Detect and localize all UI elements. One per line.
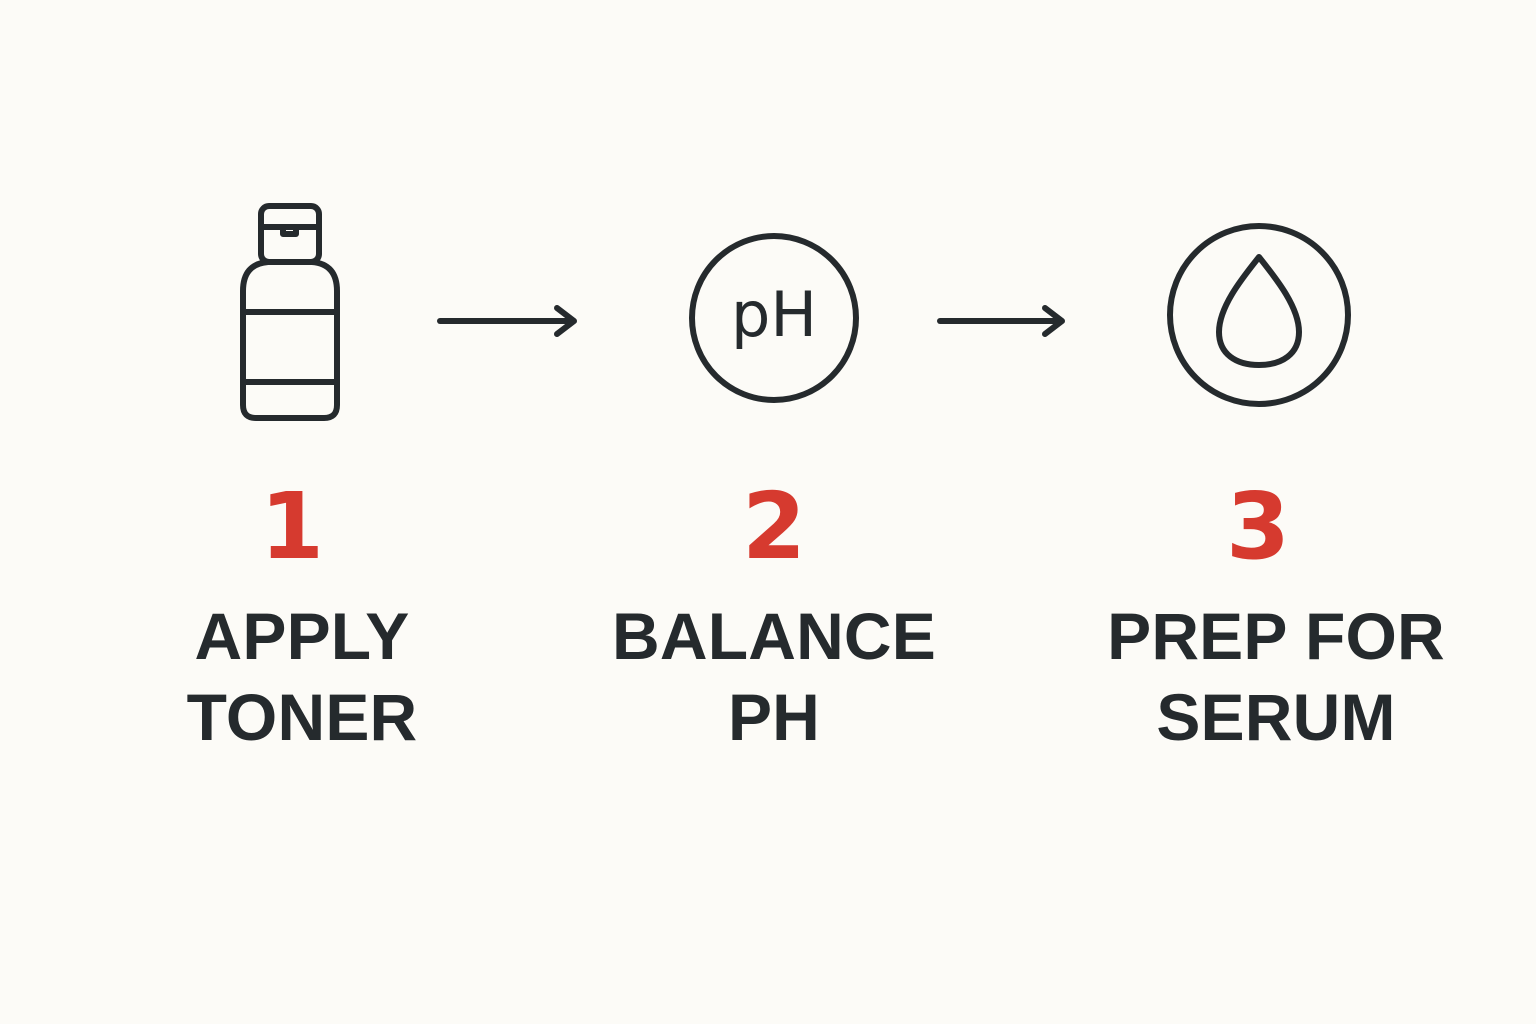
step-label-apply-toner: APPLY TONER <box>112 596 492 756</box>
bottle-icon <box>240 203 340 421</box>
ph-circle-icon: pH <box>689 233 859 403</box>
step-label-prep-for-serum: PREP FOR SERUM <box>1086 596 1466 756</box>
step-label-line: APPLY <box>194 599 410 673</box>
step-label-line: BALANCE <box>611 599 937 673</box>
step-label-balance-ph: BALANCE PH <box>584 596 964 756</box>
step-label-line: TONER <box>186 680 418 754</box>
step-label-line: SERUM <box>1156 680 1396 754</box>
step-label-line: PH <box>727 680 821 754</box>
step-number-2: 2 <box>741 473 806 580</box>
ph-icon-text: pH <box>731 278 817 351</box>
step-label-line: PREP FOR <box>1107 599 1445 673</box>
right-arrow-icon <box>437 305 577 337</box>
step-number-3: 3 <box>1225 473 1290 580</box>
droplet-circle-icon <box>1167 223 1351 407</box>
right-arrow-icon <box>937 305 1065 337</box>
step-number-1: 1 <box>259 473 324 580</box>
